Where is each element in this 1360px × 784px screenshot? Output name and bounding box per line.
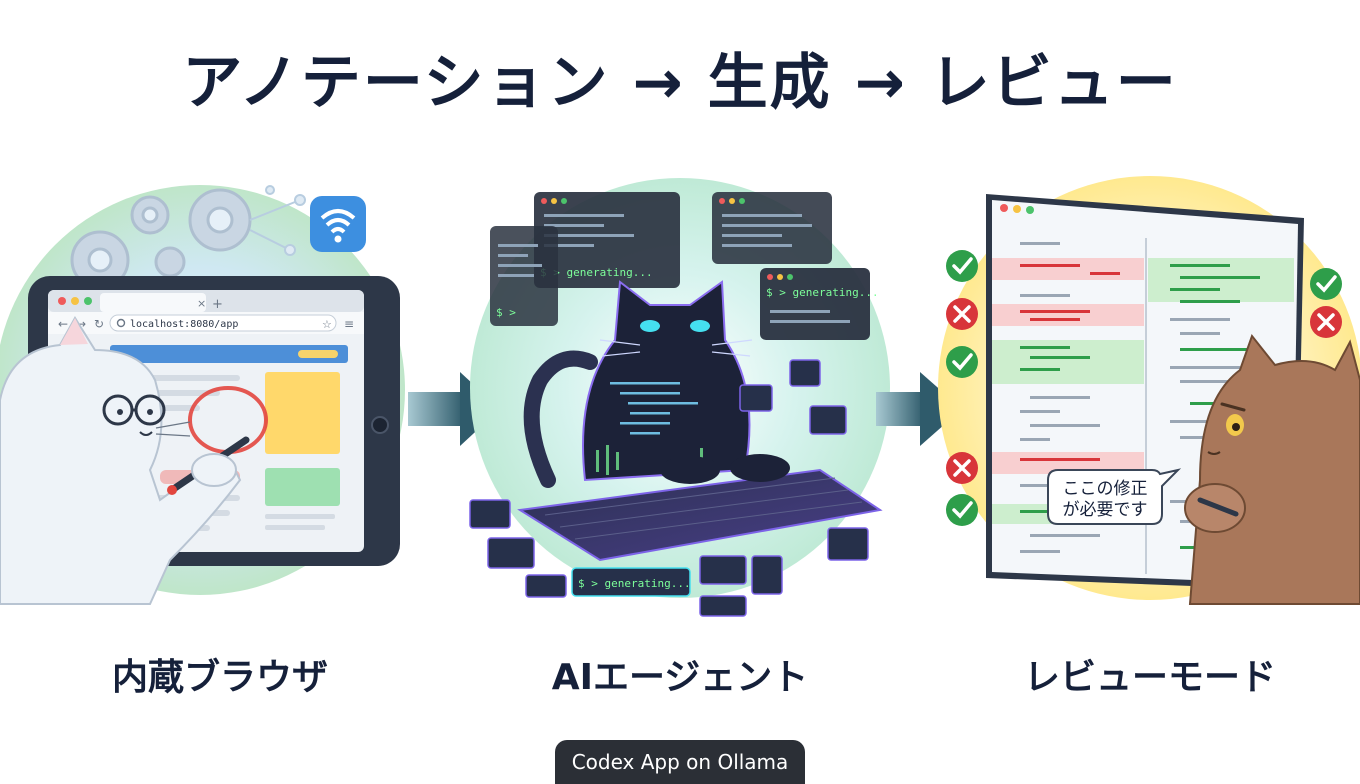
- terminal-window: $ > generating...: [760, 268, 879, 340]
- terminal-line: $ > generating...: [540, 266, 653, 279]
- brown-cat-illustration: [1184, 333, 1360, 605]
- terminal-window: [712, 192, 832, 264]
- reject-icon: [946, 452, 978, 484]
- footer-badge: Codex App on Ollama: [555, 740, 805, 784]
- search-icon: [116, 318, 126, 328]
- terminal-line: $ > generating...: [578, 577, 691, 590]
- approve-icon: [946, 250, 978, 282]
- step-label-review: レビューモード: [1023, 657, 1276, 698]
- approve-icon: [946, 494, 978, 526]
- new-tab-icon: +: [212, 297, 223, 312]
- keyboard-illustration: [517, 454, 883, 562]
- wifi-icon: [310, 196, 366, 252]
- terminal-prompt: $ >: [496, 306, 516, 319]
- black-cat-illustration: [523, 280, 753, 488]
- reject-icon: [946, 298, 978, 330]
- terminal-window: $ > generating...: [534, 192, 680, 288]
- panel-review: ここの修正 が必要です: [938, 176, 1360, 605]
- panel-ai-agent: $ > generating... $ > generating... $ >: [469, 178, 890, 617]
- step-label-browser: 内蔵ブラウザ: [111, 657, 328, 698]
- back-icon: ←: [58, 317, 68, 331]
- page-title: アノテーション → 生成 → レビュー: [182, 48, 1178, 118]
- forward-icon: →: [76, 317, 86, 331]
- terminal-window: $ > generating...: [571, 567, 691, 597]
- comment-line-2: が必要です: [1063, 500, 1148, 520]
- approve-icon: [1310, 268, 1342, 300]
- panel-browser: × + ← → ↻ localhost:8080/app ☆ ≡: [0, 185, 405, 605]
- menu-icon: ≡: [344, 317, 354, 331]
- approve-icon: [946, 346, 978, 378]
- code-card: [469, 359, 869, 617]
- close-tab-icon: ×: [197, 297, 206, 310]
- gear-icon: [70, 188, 252, 290]
- white-cat-illustration: [0, 316, 250, 605]
- bookmark-icon: ☆: [322, 318, 332, 331]
- terminal-window: $ >: [490, 226, 558, 326]
- url-text: localhost:8080/app: [130, 319, 238, 330]
- reload-icon: ↻: [94, 317, 104, 331]
- step-label-ai-agent: AIエージェント: [551, 657, 809, 698]
- reject-icon: [1310, 306, 1342, 338]
- terminal-line: $ > generating...: [766, 286, 879, 299]
- review-comment-bubble: ここの修正 が必要です: [1047, 468, 1182, 525]
- comment-line-1: ここの修正: [1063, 479, 1148, 499]
